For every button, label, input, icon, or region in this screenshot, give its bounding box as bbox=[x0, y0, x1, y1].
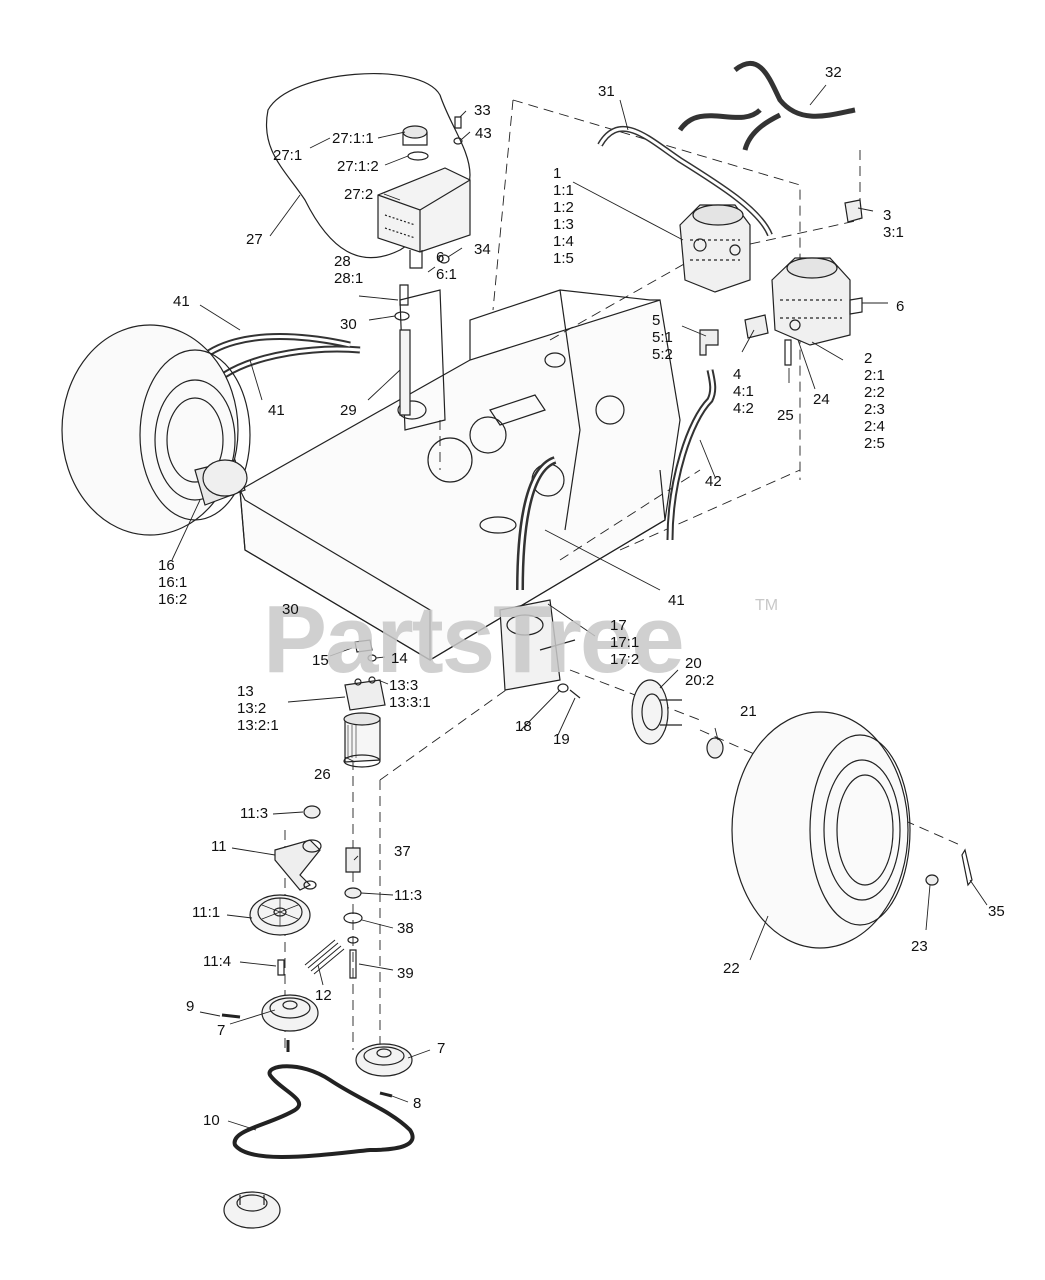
callout-42: 42 bbox=[705, 473, 722, 490]
bolt-11-4 bbox=[277, 959, 285, 976]
fitting-15 bbox=[354, 639, 373, 653]
callout-1: 1 1:1 1:2 1:3 1:4 1:5 bbox=[553, 165, 574, 267]
watermark-text: PartsTree bbox=[263, 586, 685, 693]
clamp-30 bbox=[394, 311, 410, 321]
tube-29 bbox=[399, 329, 411, 416]
fitting-33 bbox=[454, 116, 462, 129]
callout-27-1-1: 27:1:1 bbox=[332, 130, 374, 147]
hydraulic-pump-left bbox=[679, 204, 751, 293]
callout-9: 9 bbox=[186, 998, 195, 1015]
callout-7-a: 7 bbox=[217, 1022, 226, 1039]
callout-19: 19 bbox=[553, 731, 570, 748]
pin-19 bbox=[569, 689, 581, 699]
callout-3: 3 3:1 bbox=[883, 207, 904, 241]
callout-6-a: 6 6:1 bbox=[436, 249, 457, 283]
callout-39: 39 bbox=[397, 965, 414, 982]
callout-2: 2 2:1 2:2 2:3 2:4 2:5 bbox=[864, 350, 885, 452]
reservoir-tank bbox=[377, 125, 471, 269]
callout-15: 15 bbox=[312, 652, 329, 669]
pulley-left bbox=[261, 994, 319, 1032]
callout-17: 17 17:1 17:2 bbox=[610, 617, 640, 668]
callout-31: 31 bbox=[598, 83, 615, 100]
callout-27-1-2: 27:1:2 bbox=[337, 158, 379, 175]
idler-pulley bbox=[249, 894, 311, 936]
callout-26: 26 bbox=[314, 766, 331, 783]
left-wheel bbox=[61, 324, 251, 536]
hydraulic-pump-right bbox=[771, 257, 851, 346]
pulley-right bbox=[355, 1043, 413, 1077]
watermark-trademark: TM bbox=[755, 597, 779, 614]
callout-41-b: 41 bbox=[268, 402, 285, 419]
callout-11-4: 11:4 bbox=[203, 953, 232, 970]
callout-41-a: 41 bbox=[173, 293, 190, 310]
callout-11-3-b: 11:3 bbox=[394, 887, 423, 904]
callout-6-b: 6 bbox=[896, 298, 905, 315]
callout-24: 24 bbox=[813, 391, 830, 408]
callout-32: 32 bbox=[825, 64, 842, 81]
callout-41-c: 41 bbox=[668, 592, 685, 609]
callout-43: 43 bbox=[475, 125, 492, 142]
callout-30-a: 30 bbox=[340, 316, 357, 333]
fitting-6 bbox=[849, 297, 863, 315]
callout-28: 28 28:1 bbox=[334, 253, 364, 287]
callout-11-1: 11:1 bbox=[192, 904, 221, 921]
drive-belt bbox=[232, 1064, 415, 1159]
washer-43 bbox=[453, 137, 463, 145]
callout-34: 34 bbox=[474, 241, 491, 258]
wheel-hub bbox=[631, 679, 682, 745]
callout-7-b: 7 bbox=[437, 1040, 446, 1057]
callout-11-3-a: 11:3 bbox=[240, 805, 269, 822]
fitting-28 bbox=[399, 284, 409, 306]
callout-4: 4 4:1 4:2 bbox=[733, 366, 754, 417]
oil-filter bbox=[343, 712, 381, 768]
callout-16: 16 16:1 16:2 bbox=[158, 557, 188, 608]
callout-27-1: 27:1 bbox=[273, 147, 303, 164]
lug-nut-21 bbox=[706, 737, 724, 759]
key-9 bbox=[221, 1013, 241, 1019]
callout-10: 10 bbox=[203, 1112, 220, 1129]
tee-3 bbox=[844, 199, 863, 223]
callout-20: 20 20:2 bbox=[685, 655, 715, 689]
callout-33: 33 bbox=[474, 102, 491, 119]
callout-25: 25 bbox=[777, 407, 794, 424]
callout-12: 12 bbox=[315, 987, 332, 1004]
leader-lines bbox=[171, 84, 988, 1131]
elbow-5 bbox=[699, 329, 719, 356]
callout-11: 11 bbox=[211, 838, 227, 855]
callout-8: 8 bbox=[413, 1095, 422, 1112]
callout-18: 18 bbox=[515, 718, 532, 735]
callout-22: 22 bbox=[723, 960, 740, 977]
callout-27-2: 27:2 bbox=[344, 186, 374, 203]
callout-21: 21 bbox=[740, 703, 757, 720]
plug-34 bbox=[438, 254, 450, 264]
callout-13-3: 13:3 13:3:1 bbox=[389, 677, 431, 711]
filter-head bbox=[344, 676, 386, 711]
callout-5: 5 5:1 5:2 bbox=[652, 312, 673, 363]
callout-23: 23 bbox=[911, 938, 928, 955]
callout-38: 38 bbox=[397, 920, 414, 937]
callout-30-b: 30 bbox=[282, 601, 299, 618]
bottom-pulley bbox=[223, 1191, 281, 1229]
key-8 bbox=[379, 1091, 393, 1098]
nut-23 bbox=[925, 874, 939, 886]
idler-arm bbox=[274, 839, 322, 891]
valve-stem-35 bbox=[961, 848, 973, 887]
wheel-motor bbox=[499, 599, 576, 691]
callout-29: 29 bbox=[340, 402, 357, 419]
callout-35: 35 bbox=[988, 903, 1005, 920]
fitting-4 bbox=[744, 314, 769, 339]
right-wheel bbox=[731, 711, 911, 949]
washer-18 bbox=[557, 683, 569, 693]
nut-11-3 bbox=[303, 805, 321, 819]
callout-27: 27 bbox=[246, 231, 263, 248]
callout-13: 13 13:2 13:2:1 bbox=[237, 683, 279, 734]
bolt-25 bbox=[784, 339, 792, 366]
callout-14: 14 bbox=[391, 650, 408, 667]
spring-12 bbox=[304, 939, 345, 975]
spacer-stack bbox=[343, 847, 363, 979]
callout-37: 37 bbox=[394, 843, 411, 860]
